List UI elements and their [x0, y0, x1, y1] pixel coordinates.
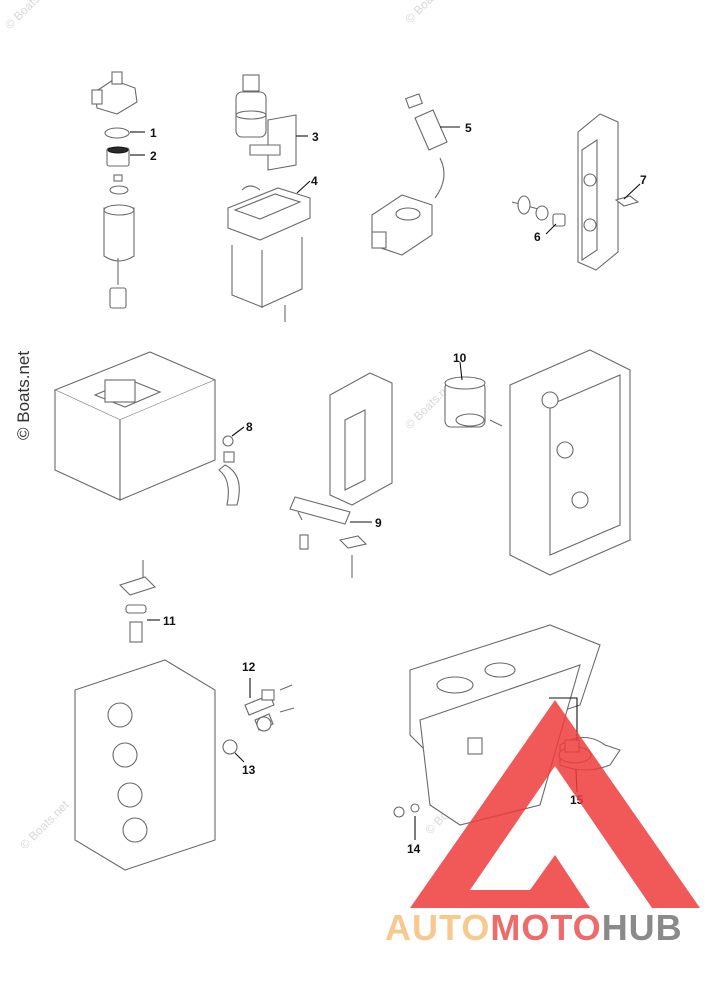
callout-12: 12 [242, 660, 256, 674]
callout-13: 13 [242, 763, 256, 777]
bracket-assembly [511, 113, 640, 271]
callout-7: 7 [640, 173, 647, 187]
callout-5: 5 [465, 121, 472, 135]
logo-text-hub: HUB [602, 907, 683, 948]
callouts: 1 2 3 4 5 6 7 8 9 10 11 12 13 14 15 [150, 121, 647, 856]
callout-11: 11 [163, 614, 176, 628]
callout-1: 1 [150, 126, 157, 140]
logo-triangle [410, 700, 700, 908]
cylinder-head-assembly [74, 560, 295, 871]
vapor-separator-assembly [227, 74, 311, 322]
callout-3: 3 [312, 130, 319, 144]
watermark: © Boats.net [2, 0, 57, 32]
watermark: © Boats.net [402, 0, 457, 26]
callout-6: 6 [534, 230, 541, 244]
transom-bracket-assembly [289, 372, 393, 578]
oil-pan-assembly [53, 351, 240, 506]
callout-8: 8 [246, 420, 253, 434]
leader-lines [130, 126, 641, 840]
callout-14: 14 [407, 842, 421, 856]
fuel-filter-assembly [91, 71, 138, 309]
copyright-label: © Boats.net [14, 351, 33, 440]
callout-2: 2 [150, 149, 157, 163]
fuel-pump-assembly [371, 93, 448, 256]
automotohub-logo: AUTOMOTOHUB [385, 700, 700, 948]
logo-text-auto: AUTO [385, 907, 490, 948]
callout-9: 9 [375, 516, 382, 530]
crankcase-assembly [444, 349, 631, 576]
watermark: © Boats.net [17, 797, 72, 852]
callout-4: 4 [311, 174, 318, 188]
callout-10: 10 [453, 351, 467, 365]
logo-text-moto: MOTO [490, 907, 601, 948]
svg-text:AUTOMOTOHUB: AUTOMOTOHUB [385, 907, 683, 948]
